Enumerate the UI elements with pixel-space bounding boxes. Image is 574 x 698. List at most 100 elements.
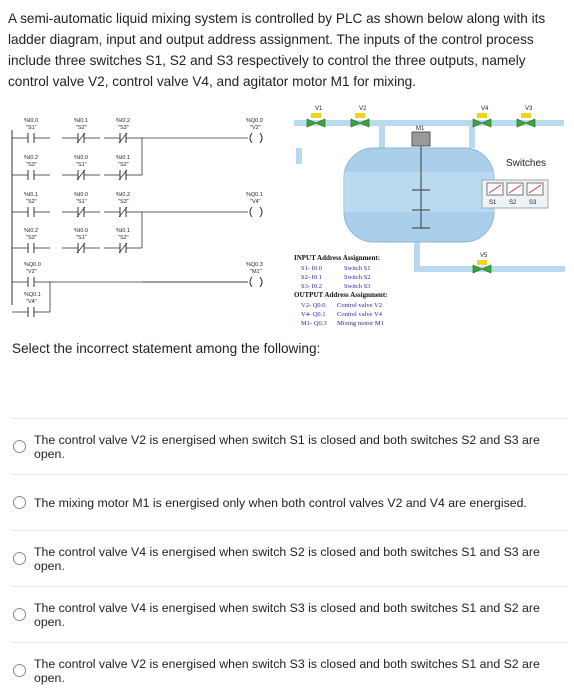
contact-slash: [118, 169, 128, 181]
valve-v3: V3: [516, 106, 536, 128]
coil-address: %Q0.0: [246, 118, 263, 124]
radio-button[interactable]: [13, 552, 26, 565]
valve-label-v4: V4: [481, 106, 489, 112]
svg-text:Switch S2: Switch S2: [344, 274, 371, 281]
option-label: The control valve V4 is energised when s…: [34, 600, 540, 629]
top-pipe: [294, 120, 564, 126]
motor-label: M1: [416, 126, 425, 132]
contact-tag: "V2": [26, 269, 37, 275]
svg-text:S1- I0.0: S1- I0.0: [301, 265, 322, 272]
contact-tag: "S2": [118, 162, 129, 168]
radio-button[interactable]: [13, 608, 26, 621]
question-text: A semi-automatic liquid mixing system is…: [8, 11, 546, 89]
switches-label: Switches: [506, 158, 546, 169]
coil-address: %Q0.3: [246, 262, 263, 268]
contact-address: %I0.2: [116, 118, 130, 124]
option-2[interactable]: The mixing motor M1 is energised only wh…: [12, 474, 568, 530]
tank-inlet-pipe: [379, 120, 385, 148]
valve-label-v3: V3: [525, 106, 533, 112]
contact-tag: "S1": [26, 125, 37, 131]
contact-tag: "S3": [26, 162, 37, 168]
option-label: The control valve V2 is energised when s…: [34, 432, 540, 461]
ladder-diagram: %I0.0"S1"%I0.1"S2"%I0.2"S3"%Q0.0"V2"%I0.…: [11, 118, 263, 317]
contact-address: %I0.2: [24, 155, 38, 161]
valve-v2: V2: [350, 106, 370, 128]
svg-text:Mixing motor M1: Mixing motor M1: [337, 320, 384, 327]
contact-slash: [76, 132, 86, 144]
answer-options: The control valve V2 is energised when s…: [12, 418, 568, 698]
contact-tag: "S2": [76, 125, 87, 131]
bottom-pipe: [420, 266, 565, 272]
figure: %I0.0"S1"%I0.1"S2"%I0.2"S3"%Q0.0"V2"%I0.…: [0, 100, 574, 330]
svg-text:Control valve V2: Control valve V2: [337, 302, 382, 309]
prompt-text: Select the incorrect statement among the…: [12, 341, 321, 356]
contact-tag: "S3": [118, 199, 129, 205]
contact-address: %I0.0: [74, 228, 88, 234]
switch-s3: S3: [526, 182, 544, 206]
contact-tag: "S1": [76, 162, 87, 168]
coil-left: [249, 276, 253, 288]
coil-right: [259, 276, 263, 288]
option-1[interactable]: The control valve V2 is energised when s…: [12, 418, 568, 474]
process-diagram: M1 V1 V2 V4 V3 V5 Switch: [294, 106, 565, 327]
contact-address: %I0.0: [24, 118, 38, 124]
radio-button[interactable]: [13, 664, 26, 677]
contact-slash: [76, 169, 86, 181]
option-label: The control valve V4 is energised when s…: [34, 544, 540, 573]
contact-address: %I0.2: [24, 228, 38, 234]
contact-tag: "S3": [26, 235, 37, 241]
contact-slash: [76, 206, 86, 218]
tank-outlet-pipe: [414, 242, 420, 272]
svg-text:S3: S3: [529, 200, 537, 206]
svg-text:S2- I0.1: S2- I0.1: [301, 274, 322, 281]
contact-tag: "S2": [118, 235, 129, 241]
contact-tag: "S1": [76, 235, 87, 241]
svg-text:S2: S2: [509, 200, 517, 206]
contact-address: %I0.1: [116, 228, 130, 234]
valve-v4: V4: [472, 106, 492, 128]
contact-tag: "S2": [26, 199, 37, 205]
coil-right: [259, 132, 263, 144]
contact-slash: [118, 132, 128, 144]
svg-text:Switch S1: Switch S1: [344, 265, 371, 272]
valve-label-v5: V5: [480, 253, 488, 259]
option-3[interactable]: The control valve V4 is energised when s…: [12, 530, 568, 586]
svg-text:Switch S3: Switch S3: [344, 283, 371, 290]
contact-tag: "V4": [26, 299, 37, 305]
tank-inlet-pipe-2: [469, 120, 475, 148]
contact-tag: "S1": [76, 199, 87, 205]
option-label: The mixing motor M1 is energised only wh…: [34, 495, 527, 510]
motor-m1: [411, 131, 431, 147]
coil-tag: "V4": [250, 199, 261, 205]
radio-button[interactable]: [13, 496, 26, 509]
switch-s1: S1: [486, 182, 504, 206]
switch-s2: S2: [506, 182, 524, 206]
contact-address: %I0.1: [24, 192, 38, 198]
address-assignment: INPUT Address Assignment: S1- I0.0 Switc…: [294, 254, 387, 327]
option-4[interactable]: The control valve V4 is energised when s…: [12, 586, 568, 642]
svg-text:V4- Q0.1: V4- Q0.1: [301, 311, 326, 318]
contact-slash: [76, 242, 86, 254]
coil-right: [259, 206, 263, 218]
svg-text:M1- Q0.3: M1- Q0.3: [301, 320, 327, 327]
option-5[interactable]: The control valve V2 is energised when s…: [12, 642, 568, 698]
radio-button[interactable]: [13, 440, 26, 453]
contact-address: %Q0.1: [24, 292, 41, 298]
coil-left: [249, 206, 253, 218]
valve-v5: V5: [472, 253, 492, 274]
svg-text:V2- Q0.0: V2- Q0.0: [301, 302, 326, 309]
contact-address: %Q0.0: [24, 262, 41, 268]
coil-address: %Q0.1: [246, 192, 263, 198]
contact-tag: "S3": [118, 125, 129, 131]
svg-text:Control valve V4: Control valve V4: [337, 311, 383, 318]
valve-v1: V1: [306, 106, 326, 128]
contact-slash: [118, 242, 128, 254]
coil-tag: "M1": [250, 269, 262, 275]
contact-address: %I0.2: [116, 192, 130, 198]
svg-text:INPUT Address Assignment:: INPUT Address Assignment:: [294, 254, 380, 262]
contact-address: %I0.0: [74, 192, 88, 198]
contact-address: %I0.0: [74, 155, 88, 161]
coil-tag: "V2": [250, 125, 261, 131]
coil-left: [249, 132, 253, 144]
option-label: The control valve V2 is energised when s…: [34, 656, 540, 685]
